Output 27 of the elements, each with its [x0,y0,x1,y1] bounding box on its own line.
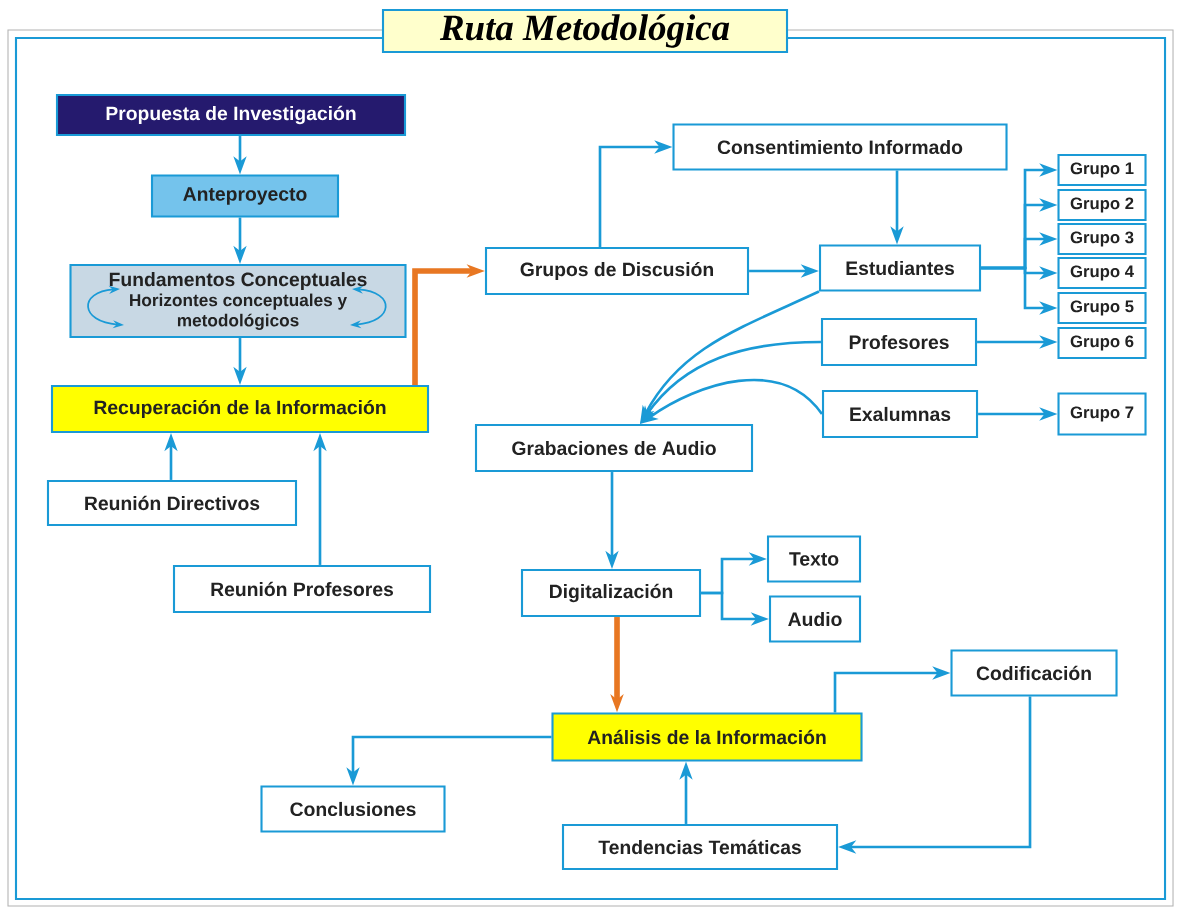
process-box: Reunión Profesores [172,564,432,614]
process-box: Profesores [820,317,978,367]
process-box: Grupo 5 [1057,291,1147,325]
process-box: Grupo 7 [1057,392,1147,436]
process-box: Texto [766,535,862,583]
process-box: Reunión Directivos [46,479,298,527]
process-box: Análisis de la Información [551,712,863,762]
process-box: Grupo 1 [1057,153,1147,187]
process-box: Codificación [950,649,1118,697]
process-box: Propuesta de Investigación [55,93,407,137]
process-box: Grupo 2 [1057,188,1147,222]
process-box: Tendencias Temáticas [561,823,839,871]
process-box: Exalumnas [821,389,979,439]
process-box: Grupos de Discusión [484,246,750,296]
process-box: Recuperación de la Información [50,384,430,434]
process-box: Anteproyecto [150,174,340,218]
process-box: Estudiantes [818,244,982,292]
process-box: Audio [768,595,862,643]
process-box: Fundamentos Conceptuales Horizontes conceptuales y metodológicos [69,263,407,339]
process-box: Conclusiones [260,785,446,833]
process-box: Grabaciones de Audio [474,423,754,473]
process-box: Digitalización [520,568,702,618]
process-box: Grupo 4 [1057,256,1147,290]
process-box: Consentimiento Informado [672,123,1008,171]
title-banner: Ruta Metodológica [381,8,789,54]
process-box: Grupo 6 [1057,326,1147,360]
process-box: Grupo 3 [1057,222,1147,256]
